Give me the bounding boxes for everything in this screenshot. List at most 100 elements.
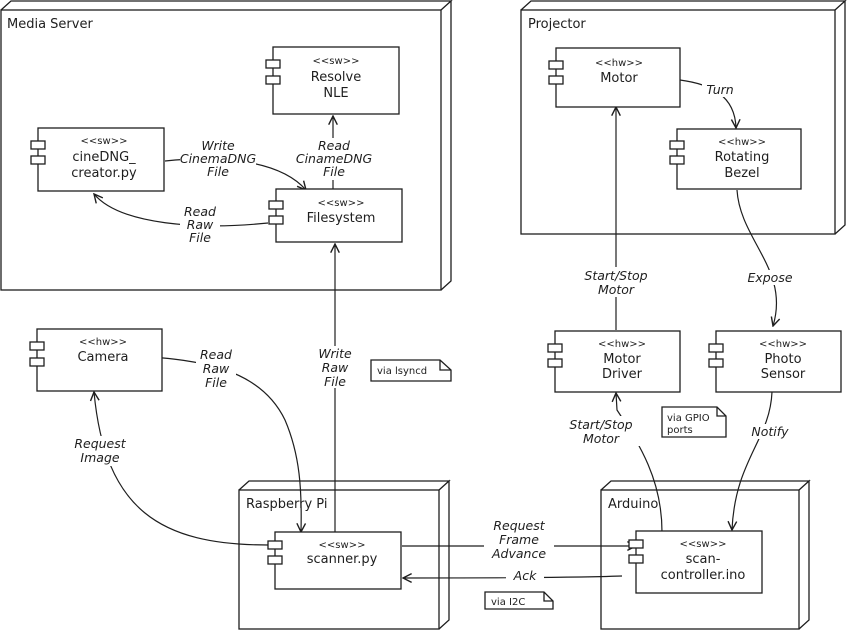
- component-icon: [547, 343, 563, 353]
- component-icon: [29, 341, 45, 351]
- svg-text:Frame: Frame: [499, 532, 539, 547]
- svg-text:Raw: Raw: [187, 217, 214, 232]
- component-icon: [628, 554, 644, 564]
- component-scan-controller: <<sw>> scan- controller.ino: [628, 530, 763, 594]
- component-icon: [628, 539, 644, 549]
- svg-text:Write: Write: [201, 138, 235, 153]
- svg-text:ports: ports: [667, 425, 693, 436]
- svg-text:<<hw>>: <<hw>>: [718, 137, 766, 148]
- svg-text:Advance: Advance: [491, 546, 546, 561]
- svg-text:NLE: NLE: [323, 86, 348, 101]
- edge-label-request-frame: Request Frame Advance: [484, 518, 554, 562]
- edge-label-ack: Ack: [506, 568, 544, 583]
- edge-label-read-raw-camera: Read Raw File: [196, 347, 236, 390]
- edge-label-write-cinemadng: Write CinemaDNG File: [180, 138, 257, 179]
- svg-text:File: File: [324, 374, 346, 389]
- component-icon: [267, 540, 283, 550]
- component-scanner-py: <<sw>> scanner.py: [267, 531, 402, 590]
- svg-text:Raw: Raw: [322, 360, 349, 375]
- svg-text:scanner.py: scanner.py: [307, 552, 378, 567]
- edge-read-raw-fs: [94, 194, 269, 227]
- component-icon: [548, 60, 564, 70]
- svg-text:scan-: scan-: [686, 552, 721, 567]
- svg-text:Resolve: Resolve: [311, 70, 361, 85]
- svg-text:creator.py: creator.py: [71, 166, 137, 181]
- svg-text:Raw: Raw: [203, 361, 230, 376]
- edge-label-turn: Turn: [702, 82, 738, 97]
- component-filesystem: <<sw>> Filesystem: [268, 188, 403, 243]
- component-icon: [29, 357, 45, 367]
- svg-text:File: File: [323, 164, 345, 179]
- edge-label-notify: Notify: [746, 424, 794, 439]
- note-gpio: via GPIO ports: [661, 406, 727, 438]
- component-camera: <<hw>> Camera: [29, 328, 163, 392]
- svg-text:Ack: Ack: [513, 568, 537, 583]
- svg-text:Driver: Driver: [602, 367, 643, 382]
- svg-text:File: File: [205, 375, 227, 390]
- svg-text:Request: Request: [493, 518, 545, 533]
- svg-text:Write: Write: [318, 346, 352, 361]
- component-icon: [265, 59, 281, 69]
- component-icon: [268, 200, 284, 210]
- svg-text:<<hw>>: <<hw>>: [79, 337, 127, 348]
- note-i2c: via I2C: [484, 591, 554, 610]
- svg-text:Motor: Motor: [583, 431, 620, 446]
- component-icon: [548, 75, 564, 85]
- svg-text:Camera: Camera: [77, 350, 128, 365]
- svg-text:Bezel: Bezel: [724, 166, 759, 181]
- svg-text:via I2C: via I2C: [491, 597, 525, 608]
- note-lsyncd: via lsyncd: [370, 359, 452, 382]
- svg-text:Photo: Photo: [764, 352, 801, 367]
- component-icon: [265, 75, 281, 85]
- component-cinedng-creator: <<sw>> cineDNG_ creator.py: [30, 127, 165, 192]
- edge-label-start-stop-motor-top: Start/Stop Motor: [576, 267, 656, 297]
- node-title-raspberry-pi: Raspberry Pi: [246, 497, 327, 512]
- svg-text:Rotating: Rotating: [715, 150, 770, 165]
- svg-text:Motor: Motor: [603, 352, 641, 367]
- svg-text:Turn: Turn: [706, 82, 733, 97]
- svg-text:<<sw>>: <<sw>>: [313, 56, 360, 67]
- component-icon: [708, 343, 724, 353]
- svg-text:<<hw>>: <<hw>>: [759, 339, 807, 350]
- svg-text:Read: Read: [318, 138, 350, 153]
- svg-text:Notify: Notify: [751, 424, 789, 439]
- node-title-projector: Projector: [528, 17, 586, 32]
- component-icon: [669, 155, 685, 165]
- svg-text:Motor: Motor: [598, 282, 635, 297]
- svg-text:via GPIO: via GPIO: [667, 413, 710, 424]
- svg-text:<<sw>>: <<sw>>: [319, 540, 366, 551]
- component-resolve-nle: <<sw>> Resolve NLE: [265, 46, 400, 115]
- node-title-arduino: Arduino: [608, 497, 658, 512]
- edge-label-write-raw: Write Raw File: [314, 346, 356, 389]
- component-rotating-bezel: <<hw>> Rotating Bezel: [669, 128, 802, 190]
- component-icon: [267, 555, 283, 565]
- svg-text:<<hw>>: <<hw>>: [595, 58, 643, 69]
- svg-text:Read: Read: [200, 347, 232, 362]
- edge-request-image: [94, 392, 269, 546]
- svg-text:CinameDNG: CinameDNG: [296, 151, 373, 166]
- edge-label-read-raw-fs: Read Raw File: [180, 204, 220, 245]
- svg-text:<<sw>>: <<sw>>: [680, 539, 727, 550]
- svg-text:File: File: [207, 164, 229, 179]
- svg-text:CinemaDNG: CinemaDNG: [180, 151, 257, 166]
- svg-text:Start/Stop: Start/Stop: [569, 417, 632, 432]
- edge-label-expose: Expose: [746, 270, 794, 285]
- svg-text:<<sw>>: <<sw>>: [318, 198, 365, 209]
- node-projector: Projector: [520, 0, 847, 235]
- svg-text:<<hw>>: <<hw>>: [598, 339, 646, 350]
- svg-text:Expose: Expose: [747, 270, 792, 285]
- component-icon: [669, 140, 685, 150]
- component-icon: [30, 140, 46, 150]
- edge-start-stop-motor-bottom: [616, 393, 663, 533]
- component-icon: [708, 358, 724, 368]
- component-motor-driver: <<hw>> Motor Driver: [547, 330, 681, 393]
- svg-text:Read: Read: [184, 204, 216, 219]
- component-photo-sensor: <<hw>> Photo Sensor: [708, 330, 842, 393]
- node-title-media-server: Media Server: [7, 17, 93, 32]
- edge-label-read-cinamedng: Read CinameDNG File: [296, 138, 373, 180]
- edge-read-raw-camera: [137, 355, 301, 532]
- component-icon: [268, 215, 284, 225]
- svg-text:via lsyncd: via lsyncd: [377, 366, 427, 377]
- svg-text:Start/Stop: Start/Stop: [584, 268, 647, 283]
